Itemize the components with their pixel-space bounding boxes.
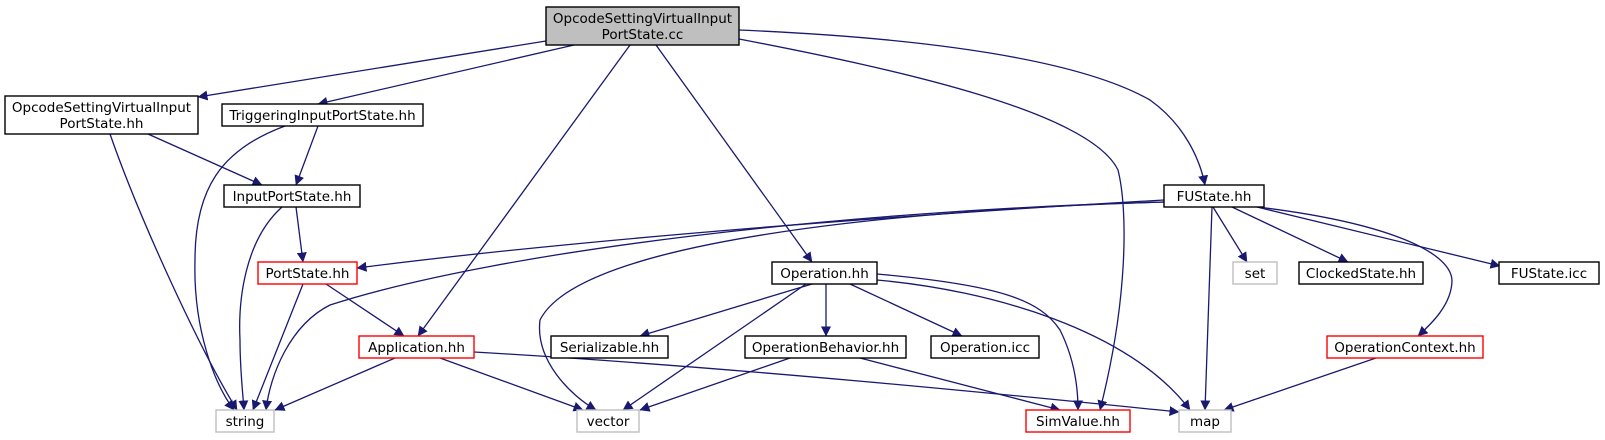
node-box xyxy=(744,335,907,359)
node-operation-icc[interactable]: Operation.icc xyxy=(930,335,1040,359)
node-box xyxy=(1163,184,1265,208)
node-inport-hh[interactable]: InputPortState.hh xyxy=(223,184,361,208)
node-label: Application.hh xyxy=(368,340,465,356)
node-fustate-icc[interactable]: FUState.icc xyxy=(1498,261,1600,285)
node-label: ClockedState.hh xyxy=(1306,266,1416,282)
node-label: Operation.icc xyxy=(940,340,1030,356)
node-box xyxy=(1326,335,1484,359)
edge-operation_hh-to-operation_icc xyxy=(849,283,963,337)
node-map[interactable]: map xyxy=(1178,409,1232,433)
edge-fustate_hh-to-fustate_icc xyxy=(1256,206,1501,269)
node-label: TriggeringInputPortState.hh xyxy=(228,108,415,124)
edge-root-to-fustate_hh xyxy=(738,29,1209,186)
node-trig-hh[interactable]: TriggeringInputPortState.hh xyxy=(221,103,424,127)
edge-operation_hh-to-serializable_hh xyxy=(639,283,813,339)
edge-fustate_hh-to-opcontext_hh xyxy=(1239,204,1453,337)
edge-fustate_hh-to-vector xyxy=(538,201,1165,411)
edge-fustate_hh-to-clockedstate_hh xyxy=(1231,206,1349,263)
node-string[interactable]: string xyxy=(215,409,275,433)
edge-fustate_hh-to-set xyxy=(1212,206,1248,263)
node-box xyxy=(550,335,669,359)
edge-fustate_hh-to-map xyxy=(1200,206,1213,411)
node-portstate-hh[interactable]: PortState.hh xyxy=(257,261,358,285)
node-box xyxy=(1178,409,1232,433)
node-box xyxy=(358,335,475,359)
edge-application_hh-to-vector xyxy=(439,357,584,412)
edge-operation_hh-to-vector xyxy=(622,283,807,411)
node-box xyxy=(1498,261,1600,285)
node-label: SimValue.hh xyxy=(1036,414,1120,430)
node-application-hh[interactable]: Application.hh xyxy=(358,335,475,359)
edge-portstate_hh-to-string xyxy=(251,283,304,411)
node-label: FUState.icc xyxy=(1511,266,1587,282)
node-label: PortState.cc xyxy=(602,27,684,43)
node-box xyxy=(1232,261,1278,285)
node-box xyxy=(576,409,640,433)
edge-osvips_hh-to-string xyxy=(109,133,238,411)
nodes: OpcodeSettingVirtualInputPortState.ccOpc… xyxy=(4,6,1600,433)
node-box xyxy=(545,6,740,46)
node-label: FUState.hh xyxy=(1177,189,1252,205)
node-label: OpcodeSettingVirtualInput xyxy=(12,100,191,116)
edge-inport_hh-to-string xyxy=(238,206,283,411)
edge-opbehavior_hh-to-simvalue_hh xyxy=(859,357,1061,413)
node-simvalue-hh[interactable]: SimValue.hh xyxy=(1025,409,1131,433)
node-label: OpcodeSettingVirtualInput xyxy=(553,11,732,27)
node-box xyxy=(215,409,275,433)
edge-operation_hh-to-map xyxy=(876,279,1191,411)
node-vector[interactable]: vector xyxy=(576,409,640,433)
node-label: OperationContext.hh xyxy=(1334,340,1475,356)
node-serializable-hh[interactable]: Serializable.hh xyxy=(550,335,669,359)
edge-application_hh-to-string xyxy=(274,357,396,411)
edge-osvips_hh-to-inport_hh xyxy=(147,133,263,186)
node-box xyxy=(257,261,358,285)
node-box xyxy=(771,261,878,285)
edge-root-to-application_hh xyxy=(417,44,631,337)
node-box xyxy=(223,184,361,208)
node-box xyxy=(4,95,199,135)
node-label: Serializable.hh xyxy=(560,340,659,356)
node-box xyxy=(930,335,1040,359)
node-label: Operation.hh xyxy=(780,266,869,282)
edge-trig_hh-to-string xyxy=(194,125,286,411)
node-label: set xyxy=(1245,266,1266,282)
node-label: vector xyxy=(587,414,630,430)
edge-inport_hh-to-portstate_hh xyxy=(295,206,307,263)
edge-opcontext_hh-to-map xyxy=(1223,357,1377,412)
node-label: PortState.hh xyxy=(60,116,144,132)
node-label: OperationBehavior.hh xyxy=(752,340,899,356)
node-fustate-hh[interactable]: FUState.hh xyxy=(1163,184,1265,208)
edge-trig_hh-to-inport_hh xyxy=(294,125,319,186)
node-opcontext-hh[interactable]: OperationContext.hh xyxy=(1326,335,1484,359)
node-set[interactable]: set xyxy=(1232,261,1278,285)
node-box xyxy=(221,103,424,127)
edge-portstate_hh-to-application_hh xyxy=(325,283,405,337)
edge-application_hh-to-map xyxy=(473,351,1180,417)
node-clockedstate-hh[interactable]: ClockedState.hh xyxy=(1298,261,1424,285)
edge-fustate_hh-to-string xyxy=(262,201,1165,411)
node-label: InputPortState.hh xyxy=(233,189,352,205)
node-label: map xyxy=(1190,414,1220,430)
node-box xyxy=(1298,261,1424,285)
edge-fustate_hh-to-portstate_hh xyxy=(356,199,1165,272)
edges xyxy=(109,29,1501,417)
edge-operation_hh-to-simvalue_hh xyxy=(876,273,1083,411)
node-label: PortState.hh xyxy=(266,266,350,282)
edge-root-to-simvalue_hh xyxy=(738,38,1125,411)
node-opbehavior-hh[interactable]: OperationBehavior.hh xyxy=(744,335,907,359)
edge-root-to-osvips_hh xyxy=(197,40,547,101)
node-box xyxy=(1025,409,1131,433)
edge-opbehavior_hh-to-vector xyxy=(639,357,791,412)
node-operation-hh[interactable]: Operation.hh xyxy=(771,261,878,285)
node-label: string xyxy=(226,414,265,430)
edge-root-to-trig_hh xyxy=(317,44,575,107)
